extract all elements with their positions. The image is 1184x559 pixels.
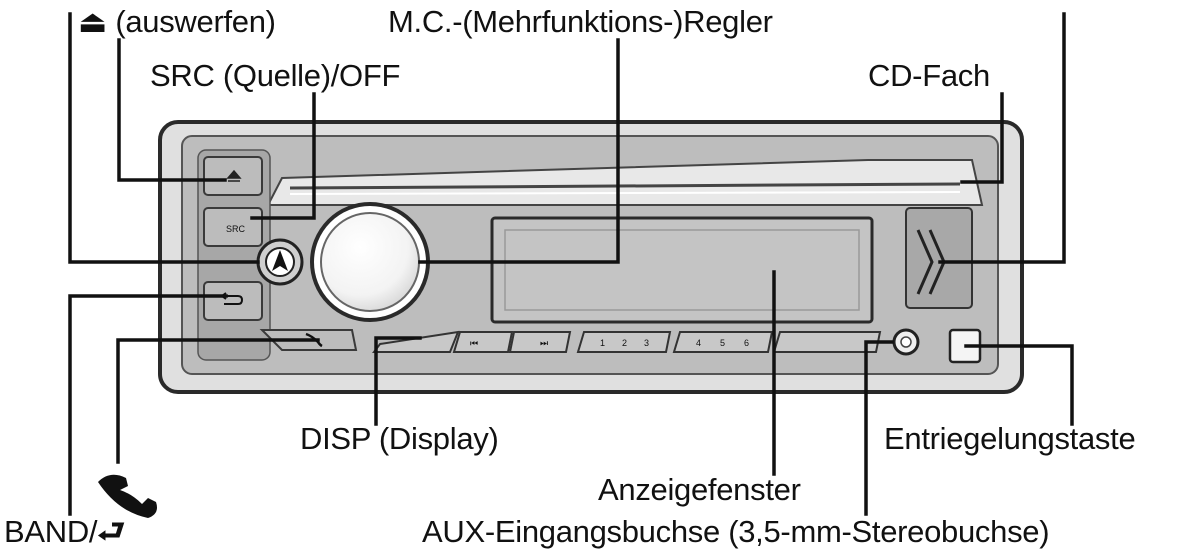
preset-6: 6 [744, 338, 749, 348]
disp-label: DISP (Display) [300, 421, 499, 456]
src-leader [250, 92, 316, 220]
next-track-icon: ⏭ [540, 339, 548, 349]
cd-slot-leader [960, 92, 1004, 184]
preset-1: 1 [600, 338, 605, 348]
src-button-text: SRC [226, 224, 246, 234]
src-button[interactable]: SRC [203, 207, 263, 247]
display-window-label: Anzeigefenster [598, 472, 801, 507]
aux-leader [864, 340, 894, 516]
display-window [490, 216, 874, 324]
mc-dial-leader [418, 38, 620, 264]
phone-button-icon [305, 332, 323, 348]
back-arrow-icon: ⮐ [97, 514, 125, 549]
phone-handset-icon [98, 474, 157, 518]
band-label: BAND/⮐ [4, 514, 125, 550]
preset-4: 4 [696, 338, 701, 348]
preset-buttons-4-6[interactable]: 4 5 6 [672, 331, 774, 353]
mc-dial[interactable] [310, 202, 430, 322]
prev-track-button[interactable]: ⏮ [452, 331, 514, 353]
leader-lines [68, 12, 1074, 516]
eject-leader [117, 38, 227, 182]
cd-slot-right-bay [905, 207, 973, 309]
preset-buttons-1-3[interactable]: 1 2 3 [576, 331, 672, 353]
eject-icon: ⏏ [78, 4, 107, 39]
band-label-text: BAND/ [4, 514, 98, 549]
cd-bay-leader [938, 12, 1066, 264]
preset-5: 5 [720, 338, 725, 348]
release-leader [964, 344, 1074, 426]
band-back-button[interactable] [203, 281, 263, 321]
preset-2: 2 [622, 338, 627, 348]
navigation-leader [68, 12, 260, 264]
navigation-button[interactable] [256, 238, 304, 286]
eject-button[interactable] [203, 156, 263, 196]
cd-slot-label: CD-Fach [868, 58, 990, 93]
eject-button-icon [226, 169, 242, 182]
eject-label-text: (auswerfen) [115, 4, 276, 39]
extra-buttons[interactable] [772, 331, 882, 353]
phone-leader [116, 338, 320, 464]
release-button-label: Entriegelungstaste [884, 421, 1136, 456]
eject-label: ⏏ (auswerfen) [78, 4, 276, 40]
navigation-arrow-icon [272, 250, 288, 271]
preset-3: 3 [644, 338, 649, 348]
src-off-label: SRC (Quelle)/OFF [150, 58, 401, 93]
prev-track-icon: ⏮ [470, 339, 478, 349]
next-track-button[interactable]: ⏭ [508, 331, 572, 353]
band-leader [68, 294, 228, 516]
aux-jack-label: AUX-Eingangsbuchse (3,5-mm-Stereobuchse) [422, 514, 1050, 549]
aux-input-jack[interactable] [892, 328, 920, 356]
mc-dial-label: M.C.-(Mehrfunktions-)Regler [388, 4, 773, 39]
disp-leader [374, 336, 422, 426]
